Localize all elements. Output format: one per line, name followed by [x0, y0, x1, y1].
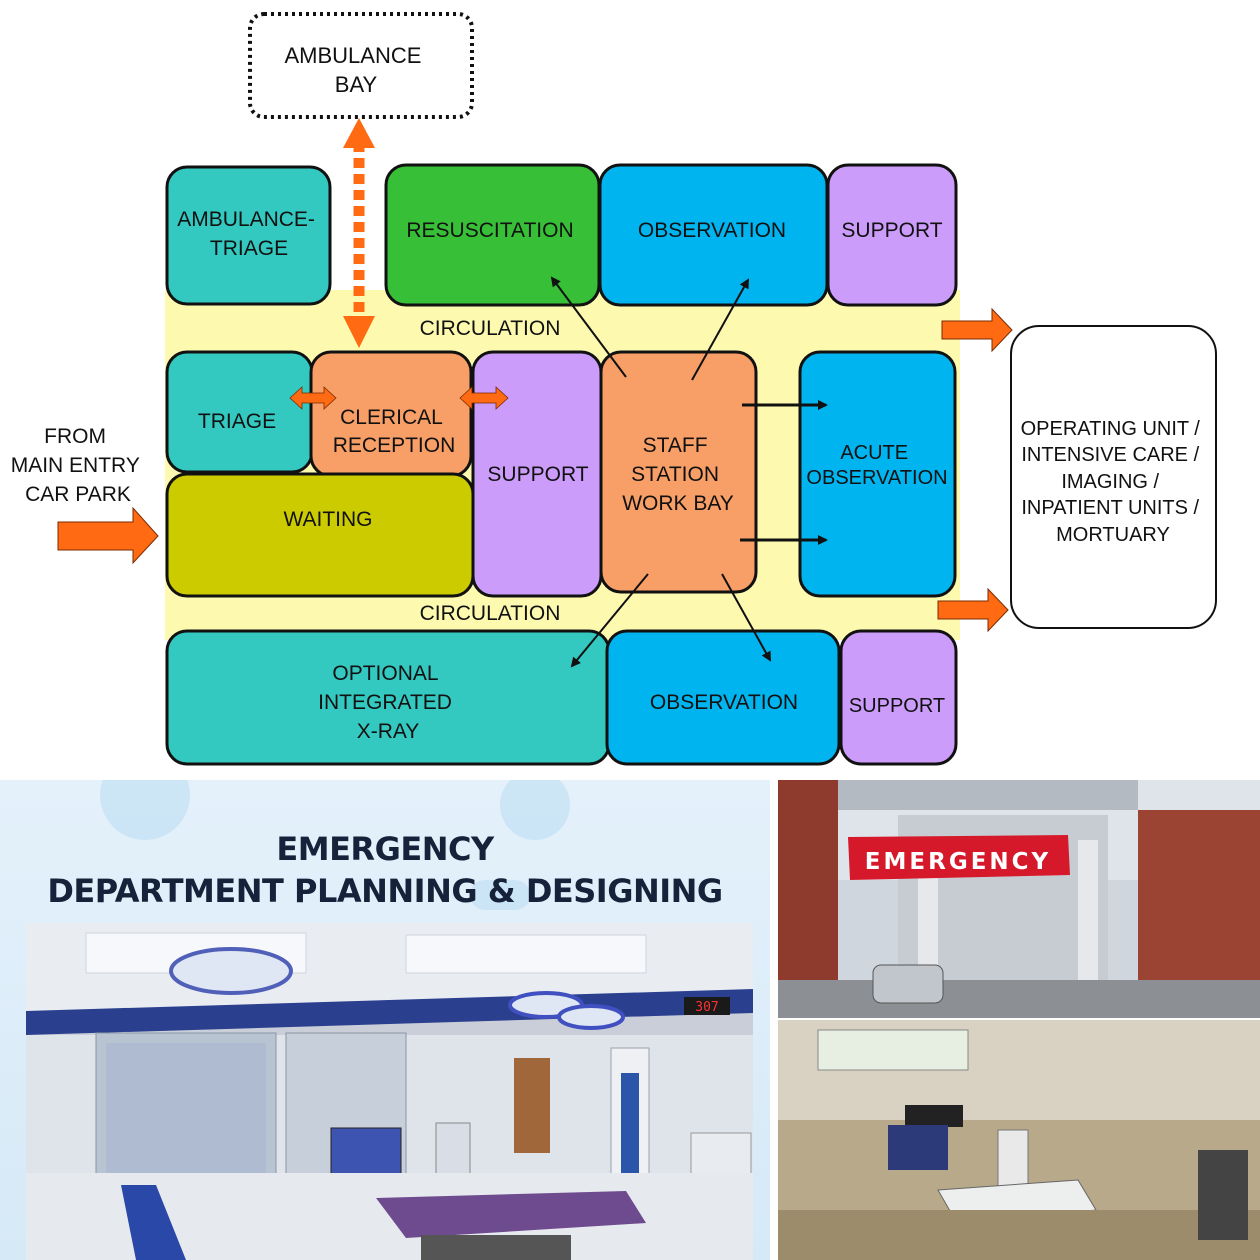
circulation-bottom-label: CIRCULATION: [420, 602, 561, 625]
room-waiting: [165, 472, 475, 598]
room-ambulance-triage: [165, 165, 332, 306]
exit-arrow-bottom: [937, 587, 1009, 633]
ambulance-triage-label-2: TRIAGE: [210, 237, 288, 260]
acute-observation-label: OBSERVATION: [806, 467, 947, 489]
arrow-to-resuscitation: [550, 276, 627, 378]
svg-text:RESUSCITATION: RESUSCITATION: [406, 219, 573, 242]
svg-text:SUPPORT: SUPPORT: [487, 463, 588, 486]
emergency-photo-collage: EMERGENCY: [778, 780, 1260, 1260]
ambulance-link-arrow-up: [343, 118, 375, 148]
svg-text:AMBULANCE- TRIAGE: AMBULANCE- TRIAGE: [177, 208, 321, 260]
ambulance-bay-box: [248, 12, 474, 119]
exit-line-1: OPERATING UNIT /: [1021, 418, 1201, 440]
svg-text:CIRCULATION: CIRCULATION: [420, 317, 561, 340]
deco-circle: [500, 780, 570, 840]
room-clock: 307: [695, 1000, 718, 1015]
svg-text:ACUTE OBSERVATION: ACUTE OBSERVATION: [806, 442, 947, 489]
svg-text:OPERATING UNIT / INTENSIVE: OPERATING UNIT / INTENSIVE CARE / IMAGIN…: [1021, 418, 1206, 546]
support-bottom-label: SUPPORT: [849, 695, 945, 717]
svg-text:CIRCULATION: CIRCULATION: [420, 602, 561, 625]
xray-label-1: OPTIONAL: [332, 662, 438, 685]
deco-pill: [470, 880, 530, 910]
resuscitation-label: RESUSCITATION: [406, 219, 573, 242]
svg-text:CLERICAL RECEPTION: CLERICAL RECEPTION: [333, 406, 456, 457]
ambulance-link-arrow-down: [343, 316, 375, 348]
work-bay-label: WORK BAY: [622, 492, 734, 515]
entry-arrow: [57, 506, 159, 565]
clerical-label: CLERICAL: [340, 406, 442, 429]
svg-text:TRIAGE: TRIAGE: [198, 410, 276, 433]
svg-text:AMBULANCE BAY: AMBULANCE BAY: [284, 43, 427, 97]
waiting-label: WAITING: [283, 508, 372, 531]
ambulance-triage-label: AMBULANCE-: [177, 208, 315, 231]
ambulance-bay-label-2: BAY: [335, 72, 378, 97]
svg-text:OBSERVATION: OBSERVATION: [638, 219, 786, 242]
support-top-label: SUPPORT: [841, 219, 942, 242]
poster-title-line-2: DEPARTMENT PLANNING & DESIGNING: [47, 872, 723, 910]
svg-text:FROM MAIN ENTRY CAR PA: FROM MAIN ENTRY CAR PARK: [11, 425, 146, 506]
observation-top-label: OBSERVATION: [638, 219, 786, 242]
room-support-bottom: [839, 629, 958, 766]
planning-poster: EMERGENCY DEPARTMENT PLANNING & DESIGNIN…: [0, 780, 770, 1260]
reception-label: RECEPTION: [333, 434, 456, 457]
svg-text:SUPPORT: SUPPORT: [841, 219, 942, 242]
operating-room-photo: 307: [26, 923, 753, 1260]
entry-label-3: CAR PARK: [25, 483, 131, 506]
arrow-to-xray: [570, 573, 649, 668]
exit-line-5: MORTUARY: [1056, 524, 1170, 546]
ed-layout-diagram: AMBULANCE BAY AMBULANCE- TRIAGE RESUSCIT…: [11, 12, 1217, 766]
clerical-support-arrow: [459, 386, 509, 410]
xray-label-3: X-RAY: [357, 720, 420, 743]
exit-arrow-top: [941, 307, 1013, 353]
poster-title-line-1: EMERGENCY: [276, 830, 494, 868]
exit-line-4: INPATIENT UNITS /: [1021, 497, 1199, 519]
room-staff-station: [599, 350, 758, 594]
station-label: STATION: [631, 463, 719, 486]
svg-text:STAFF STATION WORK BAY: STAFF STATION WORK BAY: [622, 434, 734, 515]
arrow-to-observation-bottom: [721, 573, 771, 662]
exit-line-3: IMAGING /: [1061, 471, 1159, 493]
staff-label: STAFF: [643, 434, 708, 457]
arrow-to-observation-top: [691, 278, 749, 381]
entry-label-2: MAIN ENTRY: [11, 454, 140, 477]
exit-line-2: INTENSIVE CARE /: [1021, 444, 1199, 466]
triage-label: TRIAGE: [198, 410, 276, 433]
room-observation-bottom: [605, 629, 841, 766]
emergency-sign: EMERGENCY: [865, 849, 1051, 875]
svg-text:SUPPORT: SUPPORT: [849, 695, 945, 717]
support-mid-label: SUPPORT: [487, 463, 588, 486]
acute-label: ACUTE: [840, 442, 908, 464]
ambulance-bay-label: AMBULANCE: [284, 43, 421, 68]
triage-clerical-arrow: [289, 386, 337, 410]
circulation-top-label: CIRCULATION: [420, 317, 561, 340]
exit-destinations-box: [1010, 325, 1217, 629]
svg-text:OPTIONAL INTEGRATED X-: OPTIONAL INTEGRATED X-RAY: [318, 662, 458, 743]
svg-text:OBSERVATION: OBSERVATION: [650, 691, 798, 714]
entry-label-1: FROM: [44, 425, 106, 448]
room-support-top: [826, 163, 958, 307]
room-acute-observation: [798, 350, 957, 598]
svg-text:WAITING: WAITING: [283, 508, 372, 531]
observation-bottom-label: OBSERVATION: [650, 691, 798, 714]
xray-label-2: INTEGRATED: [318, 691, 452, 714]
